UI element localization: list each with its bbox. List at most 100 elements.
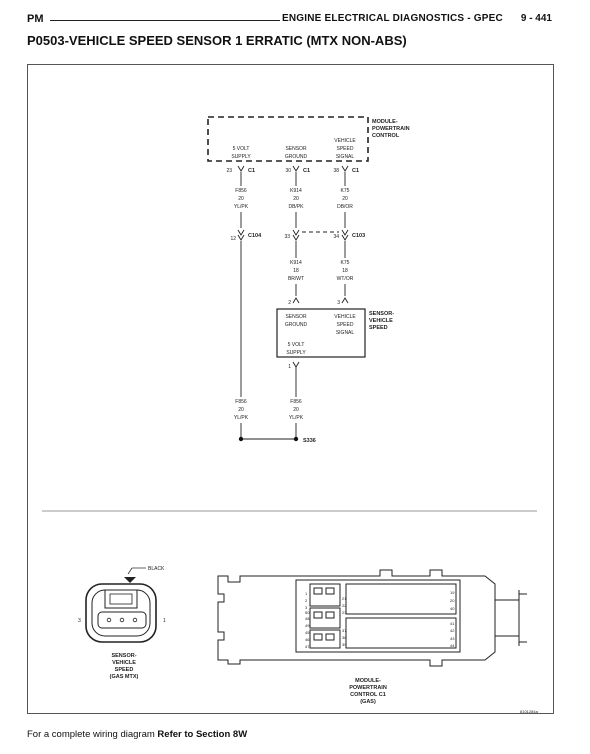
diagram-label: C103 [352, 233, 365, 239]
diagram-label: 19 [450, 590, 455, 595]
diagram-label: 3 [305, 605, 308, 610]
diagram-label: BLACK [148, 566, 165, 572]
pcm-connector-view [217, 569, 527, 667]
page-title: P0503-VEHICLE SPEED SENSOR 1 ERRATIC (MT… [27, 33, 407, 48]
diagram-label: 48 [305, 616, 310, 621]
wire-k75-upper-code: K75 [341, 188, 350, 194]
diagram-label: 50 [305, 610, 310, 615]
diagram-label: 23 [226, 168, 232, 174]
connector-pin-1: 1 [163, 618, 166, 624]
wire-k75-mid-gauge: 18 [342, 268, 348, 274]
page-number: 9 - 441 [520, 13, 552, 24]
splice-label: S336 [303, 438, 316, 444]
diagram-label: 37 [342, 628, 347, 633]
pcm-pin-30: 30 C1 [285, 165, 310, 174]
wire-k75-mid-code: K75 [341, 260, 350, 266]
diagram-label: SENSOR [285, 314, 307, 320]
wire-k914-mid-code: K914 [290, 260, 302, 266]
wire-f856-upper-color: YL/PK [234, 204, 249, 210]
diagram-label: 46 [305, 637, 310, 642]
diagram-label: 47 [305, 644, 310, 649]
diagram-label: 2 [305, 598, 308, 603]
footer-prefix: For a complete wiring diagram [27, 729, 158, 740]
pcm-label-1: MODULE- [372, 119, 398, 125]
wire-f856-left-color: YL/PK [234, 415, 249, 421]
section-title: ENGINE ELECTRICAL DIAGNOSTICS - GPEC [282, 13, 503, 24]
diagram-label: 38 [333, 168, 339, 174]
pcm-pin3-name-2: SPEED [337, 146, 354, 152]
diagram-label: C1 [352, 168, 359, 174]
diagram-label: 21 [342, 596, 347, 601]
pcm-pin3-name-3: SIGNAL [336, 154, 355, 160]
pcm-label-3: CONTROL [372, 133, 400, 139]
wire-k914-mid-color: BR/WT [288, 276, 304, 282]
diagram-label: 49 [305, 623, 310, 628]
sensor-connector-caption-2: VEHICLE [112, 660, 136, 666]
sensor-connector-caption-4: (GAS MTX) [110, 674, 139, 680]
diagram-label: 5 VOLT [288, 342, 305, 348]
wire-f856-left-code: F856 [235, 399, 247, 405]
diagram-label: 30 [285, 168, 291, 174]
footer-reference: Refer to Section 8W [157, 729, 248, 740]
diagram-label: 22 [342, 603, 347, 608]
splice-dot-left [238, 436, 244, 442]
diagram-label: 44 [450, 643, 455, 648]
pcm-pin1-name-1: 5 VOLT [233, 146, 250, 152]
wire-f856-right-gauge: 20 [293, 407, 299, 413]
section-code: PM [27, 13, 44, 25]
figure-id: 8101284a [520, 709, 539, 714]
diagram-label: 42 [450, 628, 455, 633]
diagram-label: 38 [342, 635, 347, 640]
wire-k75-upper-gauge: 20 [342, 196, 348, 202]
diagram-label: 1 [305, 591, 308, 596]
diagram-label: SPEED [337, 322, 354, 328]
sensor-pin-2: 2 [288, 300, 291, 306]
diagram-label: SIGNAL [336, 330, 355, 336]
wire-f856-upper-code: F856 [235, 188, 247, 194]
sensor-connector-caption-3: SPEED [115, 667, 134, 673]
pcm-pin2-name-2: GROUND [285, 154, 308, 160]
sensor-connector-view: BLACK 3 1 SENSOR- VEHICLE SPEED (GAS MTX… [78, 566, 166, 680]
wire-k914-upper-code: K914 [290, 188, 302, 194]
diagram-label: 41 [450, 621, 455, 626]
sensor-label-1: SENSOR- [369, 311, 394, 317]
diagram-label: 43 [450, 636, 455, 641]
diagram-label: C104 [248, 233, 262, 239]
pcm-pin-38: 38 C1 [333, 165, 359, 174]
diagram-frame [27, 64, 554, 714]
pcm-connector-caption-4: (GAS) [360, 699, 376, 705]
wire-k75-mid-color: WT/OR [337, 276, 354, 282]
wire-f856-left-gauge: 20 [238, 407, 244, 413]
diagram-label: 23 [342, 610, 347, 615]
connector-c103: 33 34 C103 [284, 229, 365, 241]
pcm-connector-caption-2: POWERTRAIN [349, 685, 387, 691]
sensor-label-3: SPEED [369, 325, 388, 331]
wire-k75-upper-color: DB/OR [337, 204, 353, 210]
diagram-label: SUPPLY [286, 350, 306, 356]
connector-c104: 12 C104 [230, 229, 262, 242]
diagram-label: 40 [450, 606, 455, 611]
diagram-label: C1 [303, 168, 310, 174]
wire-k914-mid-gauge: 18 [293, 268, 299, 274]
pcm-connector-pin-numbers: 1 2 3 19 20 21 22 23 37 38 39 40 41 42 4… [305, 590, 455, 649]
diagram-label: GROUND [285, 322, 308, 328]
diagram-label: 34 [333, 234, 339, 240]
connector-pin-3: 3 [78, 618, 81, 624]
diagram-label: 45 [305, 630, 310, 635]
diagram-label: C1 [248, 168, 255, 174]
diagram-label: 20 [450, 598, 455, 603]
pcm-label-2: POWERTRAIN [372, 126, 410, 132]
pcm-dashed-box [207, 116, 369, 162]
wire-k914-upper-color: DB/PK [288, 204, 304, 210]
footer-note: For a complete wiring diagram Refer to S… [27, 729, 247, 740]
pcm-pin-23: 23 C1 [226, 165, 255, 174]
pcm-pin3-name-1: VEHICLE [334, 138, 356, 144]
diagram-label: 12 [230, 236, 236, 242]
sensor-pin-3: 3 [337, 300, 340, 306]
sensor-box [276, 308, 366, 358]
diagram-label: 39 [342, 642, 347, 647]
pcm-pin1-name-2: SUPPLY [231, 154, 251, 160]
wire-k914-upper-gauge: 20 [293, 196, 299, 202]
sensor-label-2: VEHICLE [369, 318, 393, 324]
